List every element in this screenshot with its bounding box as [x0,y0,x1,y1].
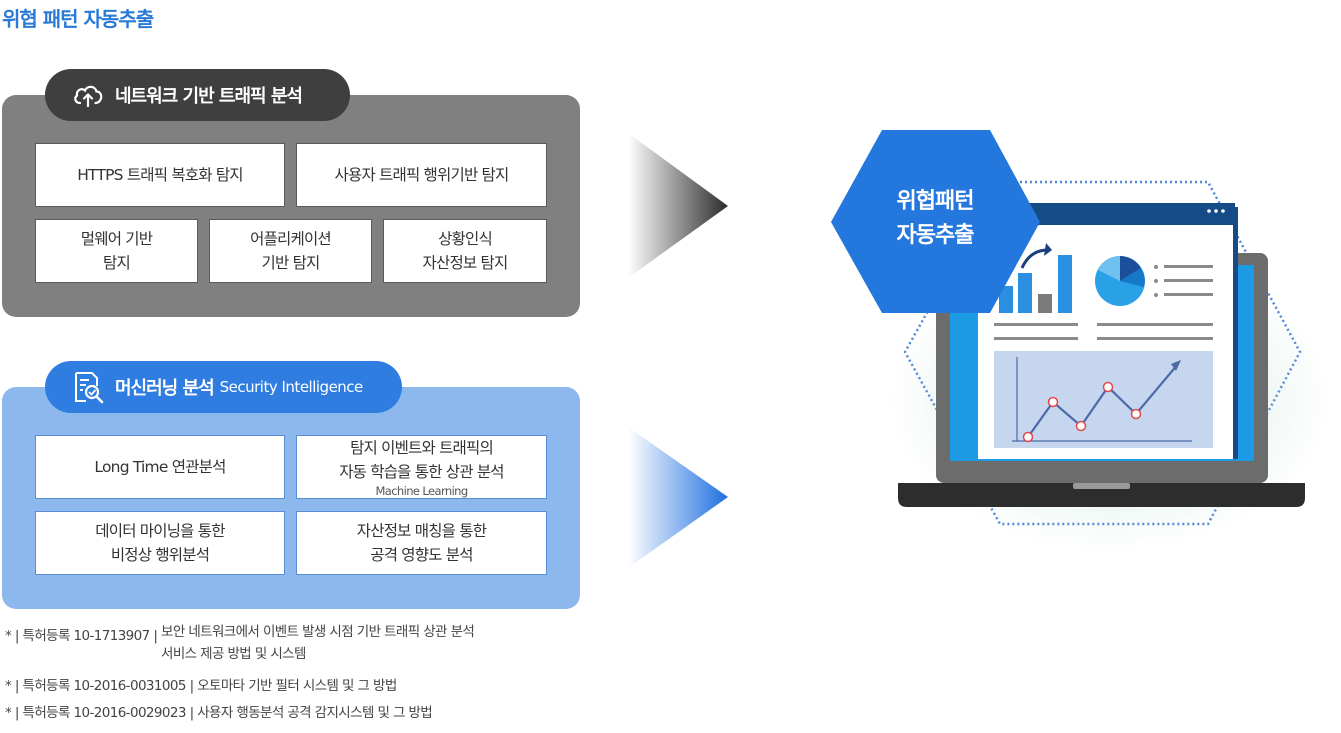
item-text-line2: 비정상 행위분석 [110,546,210,564]
item-text: HTTPS 트래픽 복호화 탐지 [77,166,243,184]
pie-chart-icon [1095,256,1145,306]
network-item-malware: 멀웨어 기반 탐지 [35,219,198,283]
ml-analysis-title: 머신러닝 분석 [115,378,215,399]
item-text-line1: 멀웨어 기반 [80,230,153,248]
item-text-line1: 상황인식 [438,230,493,248]
item-text-line2: 기반 탐지 [261,254,321,272]
item-text: 사용자 트래픽 행위기반 탐지 [334,166,510,184]
ml-item-longtime: Long Time 연관분석 [35,435,285,499]
line-chart-icon [994,351,1213,448]
item-text-line2: 자산정보 탐지 [422,254,509,272]
bar-chart-icon [999,243,1072,313]
ml-item-asset-matching: 자산정보 매칭을 통한 공격 영향도 분석 [296,511,547,575]
laptop-base [898,483,1305,507]
network-item-user-behavior: 사용자 트래픽 행위기반 탐지 [296,143,547,207]
footnote-mark: * [5,628,12,644]
item-text-line1: 자산정보 매칭을 통한 [356,522,487,540]
list-lines-icon [1154,265,1213,297]
footnote-desc-cont: 서비스 제공 방법 및 시스템 [161,646,306,662]
item-text-line1: 탐지 이벤트와 트래픽의 [350,439,494,457]
item-note: Machine Learning [375,484,468,498]
network-analysis-heading: 네트워크 기반 트래픽 분석 [45,69,350,121]
footnote-mark: * [5,705,12,721]
footnote-desc: 오토마타 기반 필터 시스템 및 그 방법 [197,678,397,694]
footnote-label: 특허등록 10-1713907 [22,628,151,644]
app-window-titlebar [978,203,1235,225]
footnote-desc: 사용자 행동분석 공격 감지시스템 및 그 방법 [197,705,433,721]
result-line1: 위협패턴 [896,189,975,214]
item-text: Long Time 연관분석 [94,458,226,476]
ml-analysis-subtitle: Security Intelligence [219,378,364,396]
result-hexagon [831,130,1040,313]
footnote-label: 특허등록 10-2016-0029023 [22,705,187,721]
network-analysis-title: 네트워크 기반 트래픽 분석 [115,86,303,107]
item-text-line2: 탐지 [103,254,131,272]
footnote-row: * | 특허등록 10-2016-0031005 | 오토마타 기반 필터 시스… [5,674,397,694]
page-title: 위협 패턴 자동추출 [2,7,154,31]
document-search-icon [71,370,105,404]
cloud-upload-icon [71,78,105,112]
ml-item-auto-learning: 탐지 이벤트와 트래픽의 자동 학습을 통한 상관 분석 Machine Lea… [296,435,547,499]
item-text-line1: 데이터 마이닝을 통한 [95,522,225,540]
network-item-context-asset: 상황인식 자산정보 탐지 [383,219,547,283]
result-hexagon-label: 위협패턴 자동추출 [860,185,1010,253]
item-text-line2: 자동 학습을 통한 상관 분석 [339,463,504,481]
footnote-row: * | 특허등록 10-1713907 | 보안 네트워크에서 이벤트 발생 시… [5,624,475,662]
ml-analysis-heading: 머신러닝 분석 Security Intelligence [45,361,402,413]
ml-item-data-mining: 데이터 마이닝을 통한 비정상 행위분석 [35,511,285,575]
item-text-line2: 공격 영향도 분석 [370,546,473,564]
network-item-https: HTTPS 트래픽 복호화 탐지 [35,143,285,207]
network-item-application: 어플리케이션 기반 탐지 [209,219,372,283]
item-text-line1: 어플리케이션 [250,230,332,248]
footnote-desc: 보안 네트워크에서 이벤트 발생 시점 기반 트래픽 상관 분석 [161,624,475,640]
footnote-mark: * [5,678,12,694]
footnote-label: 특허등록 10-2016-0031005 [22,678,187,694]
footnote-row: * | 특허등록 10-2016-0029023 | 사용자 행동분석 공격 감… [5,701,433,721]
result-line2: 자동추출 [896,223,975,248]
